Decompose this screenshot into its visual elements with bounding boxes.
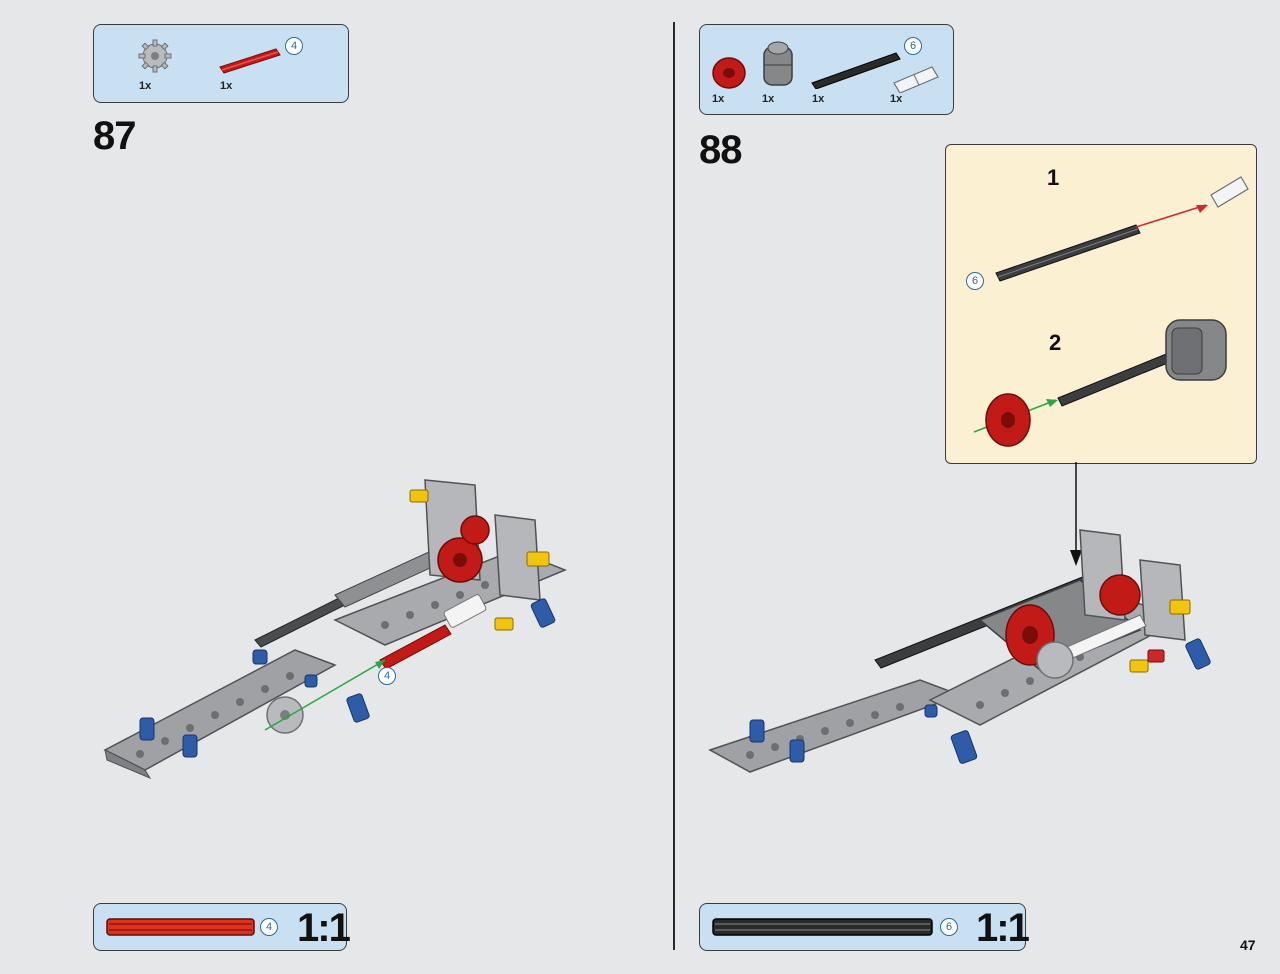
black-axle-scale-icon xyxy=(712,918,933,936)
step87-number: 87 xyxy=(93,114,136,158)
step88-number: 88 xyxy=(699,128,742,172)
red-gear-icon xyxy=(712,57,746,89)
part-qty: 1x xyxy=(890,93,903,105)
scale-length-badge: 6 xyxy=(940,918,958,936)
substep-axle-length-badge: 6 xyxy=(966,272,984,290)
page-divider xyxy=(673,22,675,950)
step88-parts-box: 1x 1x 6 1x 1x xyxy=(699,24,954,115)
part-qty: 1x xyxy=(762,93,775,105)
substep-2-illustration xyxy=(973,319,1227,447)
step87-parts-box: 1x 4 1x xyxy=(93,24,349,103)
substep-1-number: 1 xyxy=(1047,165,1060,190)
part-qty: 1x xyxy=(139,80,152,92)
axle-length-callout: 4 xyxy=(378,667,396,685)
red-axle-scale-icon xyxy=(106,918,255,936)
white-connector-icon xyxy=(893,66,939,93)
subassembly-box: 1 6 2 xyxy=(945,144,1257,464)
substep-2-number: 2 xyxy=(1049,330,1062,355)
part-qty: 1x xyxy=(712,93,725,105)
page-number: 47 xyxy=(1240,937,1256,953)
step88-scale-box: 6 1:1 xyxy=(699,903,1030,951)
black-axle-icon xyxy=(811,52,901,89)
scale-length-badge: 4 xyxy=(260,918,278,936)
scale-ratio: 1:1 xyxy=(976,906,1030,950)
gray-gear-icon xyxy=(138,39,172,73)
part-qty: 1x xyxy=(812,93,825,105)
part-length-badge: 6 xyxy=(904,37,922,55)
subassembly-arrow xyxy=(1070,462,1082,566)
part-qty: 1x xyxy=(220,80,233,92)
gray-differential-icon xyxy=(763,41,793,86)
scale-ratio: 1:1 xyxy=(297,906,351,950)
step88-assembly-illustration xyxy=(708,529,1211,773)
step87-scale-box: 4 1:1 xyxy=(93,903,351,951)
part-length-badge: 4 xyxy=(285,37,303,55)
substep-1-illustration xyxy=(995,176,1249,282)
step87-assembly-illustration xyxy=(103,479,567,780)
red-axle-icon xyxy=(219,48,281,74)
